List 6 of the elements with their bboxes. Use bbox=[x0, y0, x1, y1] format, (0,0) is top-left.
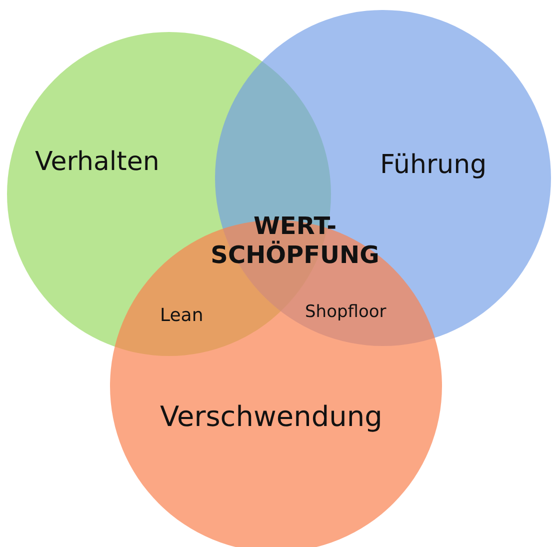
overlap-label: Shopfloor bbox=[305, 302, 386, 322]
overlap-label: WERT- SCHÖPFUNG bbox=[210, 212, 380, 270]
circle-label: Verschwendung bbox=[160, 400, 382, 433]
circle-label: Verhalten bbox=[35, 147, 160, 177]
overlap-label: Lean bbox=[160, 305, 204, 326]
circle-label: Führung bbox=[380, 150, 487, 180]
